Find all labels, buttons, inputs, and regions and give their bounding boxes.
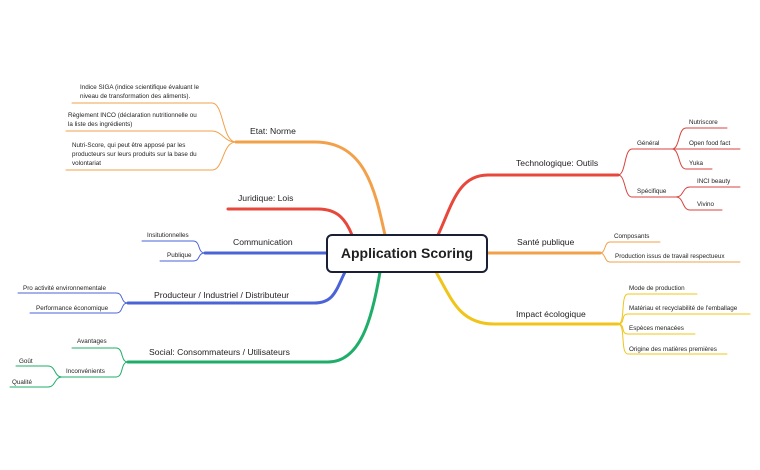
node-general: Général [637,140,659,147]
leaf-proactivite: Pro activité environnementale [23,285,106,292]
connector-juridique [226,207,354,237]
leaf-publique: Publique [167,252,192,259]
leaf-yuka: Yuka [689,160,704,167]
branch-etat-label[interactable]: Etat: Norme [250,126,296,136]
leaf-inco-line1: Règlement INCO (déclaration nutritionnel… [68,112,197,119]
branch-producteur: Producteur / Industriel / Distributeur P… [17,270,347,314]
branch-communication: Communication Insitutionnelles Publique [141,232,330,262]
leaf-materiau: Matériau et recyclabilité de l'emballage [629,305,738,312]
branch-impact: Impact écologique Mode de production Mat… [434,270,751,355]
leaf-siga-line1: Indice SIGA (indice scientifique évaluan… [80,84,200,91]
leaf-siga-line2: niveau de transformation des aliments). [80,93,191,100]
leaf-qualite: Qualité [12,379,32,386]
leaf-incibeauty: INCI beauty [697,178,731,185]
leaf-origine: Origine des matières premières [629,346,717,353]
leaf-nutriscore-line2: producteurs sur leurs produits sur la ba… [72,151,197,158]
leaf-especes: Espèces menacées [629,325,684,332]
center-node[interactable]: Application Scoring [326,234,488,273]
center-title: Application Scoring [341,245,473,261]
branch-communication-label[interactable]: Communication [233,237,293,247]
leaf-gout: Goût [19,358,33,365]
branch-social-label[interactable]: Social: Consommateurs / Utilisateurs [149,347,290,357]
connector-producteur [126,270,347,305]
connector-impact [434,270,620,326]
leaf-openfoodfact: Open food fact [689,140,731,147]
leaf-nutriscore-line3: volontariat [72,160,101,167]
leaf-production-respectueux: Production issus de travail respectueux [615,253,725,260]
leaf-inco-line2: la liste des ingrédients) [68,121,132,128]
leaf-inconvenients: Inconvénients [66,368,105,375]
branch-impact-label[interactable]: Impact écologique [516,309,586,319]
branch-producteur-label[interactable]: Producteur / Industriel / Distributeur [154,290,289,300]
leaf-composants: Composants [614,233,649,240]
connector-etat [234,140,387,237]
leaf-institutionnelles: Insitutionnelles [147,232,189,239]
branch-sante-label[interactable]: Santé publique [517,237,575,247]
leaf-mode-production: Mode de production [629,285,685,292]
branch-juridique-label[interactable]: Juridique: Lois [238,193,293,203]
branch-techno: Technologique: Outils Général Spécifique… [436,119,741,237]
leaf-nutriscore-tool: Nutriscore [689,119,718,126]
connector-social [126,270,382,364]
branch-social: Social: Consommateurs / Utilisateurs Ava… [9,270,382,388]
node-specifique: Spécifique [637,188,667,195]
branch-juridique: Juridique: Lois [226,193,354,237]
branch-sante: Santé publique Composants Production iss… [485,233,741,263]
leaf-vivino: Vivino [697,201,715,208]
branch-techno-label[interactable]: Technologique: Outils [516,158,598,168]
leaf-nutriscore-line1: Nutri-Score, qui peut être apposé par le… [72,142,185,149]
leaf-performance: Performance économique [36,305,109,312]
branch-etat: Etat: Norme Indice SIGA (indice scientif… [65,84,387,237]
leaf-avantages: Avantages [77,338,107,345]
connector-techno [436,173,620,237]
